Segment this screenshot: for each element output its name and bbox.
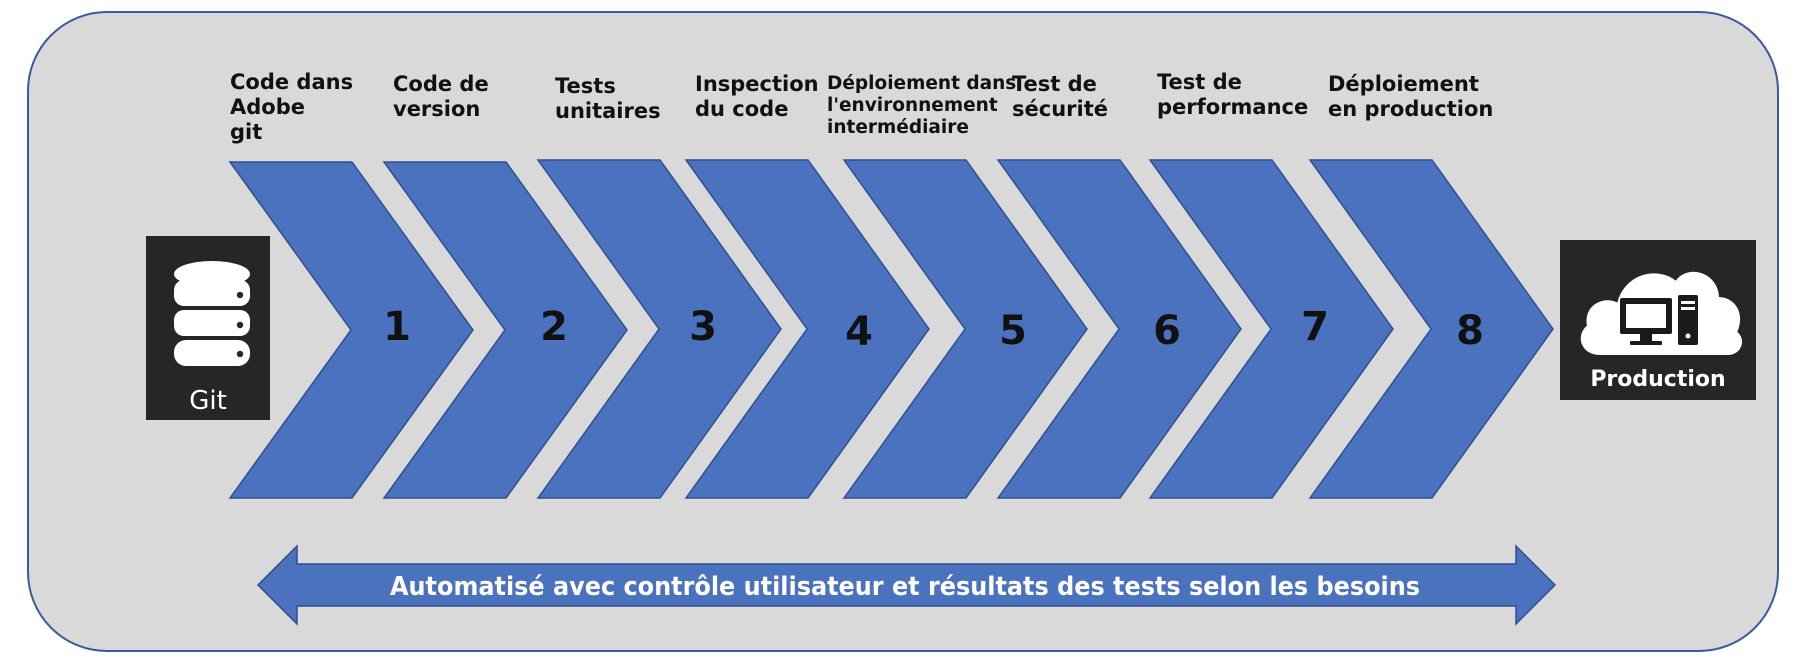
chevron-3 bbox=[536, 159, 782, 499]
git-label: Git bbox=[189, 386, 227, 416]
production-tile: Production bbox=[1560, 240, 1756, 400]
step-number-5: 5 bbox=[999, 308, 1027, 354]
step-label-2: Code de version bbox=[393, 72, 489, 122]
step-label-6: Test de sécurité bbox=[1012, 72, 1108, 122]
chevron-4 bbox=[684, 159, 930, 499]
database-icon bbox=[174, 261, 250, 366]
step-label-4: Inspection du code bbox=[695, 72, 819, 122]
step-label-8: Déploiement en production bbox=[1328, 72, 1494, 122]
step-number-8: 8 bbox=[1456, 308, 1484, 354]
cloud-computer-icon bbox=[1580, 271, 1743, 355]
step-label-3: Tests unitaires bbox=[555, 74, 661, 124]
chevron-8 bbox=[1308, 159, 1554, 499]
step-number-6: 6 bbox=[1153, 308, 1181, 354]
step-label-7: Test de performance bbox=[1157, 70, 1309, 120]
chevron-7 bbox=[1148, 159, 1394, 499]
git-tile: Git bbox=[146, 236, 270, 420]
step-label-1: Code dans Adobe git bbox=[230, 70, 354, 145]
chevron-2 bbox=[382, 161, 628, 499]
step-number-1: 1 bbox=[383, 304, 411, 350]
step-number-7: 7 bbox=[1301, 304, 1329, 350]
chevron-5 bbox=[842, 159, 1088, 499]
banner-text: Automatisé avec contrôle utilisateur et … bbox=[390, 572, 1420, 602]
step-number-4: 4 bbox=[845, 309, 873, 355]
step-number-3: 3 bbox=[689, 304, 717, 350]
chevron-1 bbox=[228, 161, 474, 499]
chevron-6 bbox=[996, 159, 1242, 499]
double-arrow-banner bbox=[256, 544, 1557, 626]
production-label: Production bbox=[1590, 367, 1726, 392]
step-number-2: 2 bbox=[540, 304, 568, 350]
step-label-5: Déploiement dans l'environnement intermé… bbox=[827, 73, 1017, 139]
